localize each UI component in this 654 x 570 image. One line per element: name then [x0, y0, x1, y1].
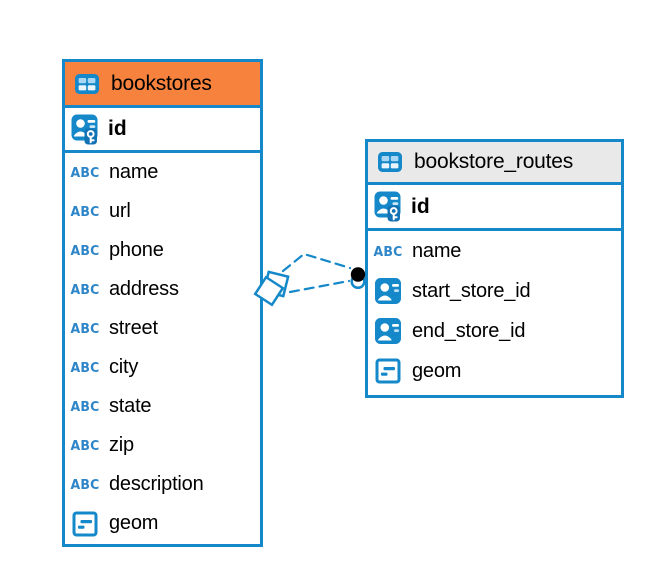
table-row[interactable]: ABC name [368, 231, 621, 271]
text-type-icon: ABC [373, 243, 403, 259]
text-type-icon: ABC [70, 281, 100, 298]
column-name: phone [109, 239, 164, 261]
column-name: zip [109, 434, 134, 456]
table-row[interactable]: ABC description [65, 465, 260, 504]
table-card-bookstores[interactable]: bookstores id ABC name A [62, 59, 263, 547]
text-type-icon: ABC [70, 164, 100, 181]
table-icon [375, 149, 405, 175]
column-name: geom [109, 512, 159, 534]
column-name: state [109, 395, 152, 417]
table-row[interactable]: end_store_id [368, 311, 621, 351]
table-row[interactable]: ABC zip [65, 426, 260, 465]
text-type-icon: ABC [70, 242, 100, 259]
column-name: description [109, 473, 204, 495]
geometry-type-icon [70, 511, 100, 537]
text-type-icon: ABC [70, 437, 100, 454]
table-icon [72, 71, 102, 97]
column-name: city [109, 356, 139, 378]
column-name: address [109, 278, 179, 300]
one-side-marker[interactable] [350, 267, 366, 290]
column-name: end_store_id [412, 319, 526, 342]
text-type-icon: ABC [70, 398, 100, 415]
table-title: bookstores [111, 71, 212, 95]
table-row[interactable]: ABC url [65, 192, 260, 231]
primary-key-icon [70, 114, 100, 145]
table-row[interactable]: ABC state [65, 387, 260, 426]
text-type-icon: ABC [70, 476, 100, 493]
relationship-line-end-store-id[interactable] [288, 279, 351, 294]
column-name: id [108, 117, 127, 140]
table-row[interactable]: ABC phone [65, 231, 260, 270]
column-name: street [109, 317, 158, 339]
column-name: start_store_id [412, 279, 531, 302]
table-header-bookstores[interactable]: bookstores [65, 62, 260, 108]
column-name: url [109, 200, 131, 222]
column-name: name [412, 239, 462, 262]
column-name: geom [412, 359, 462, 382]
primary-key-icon [373, 191, 403, 222]
table-row[interactable]: ABC street [65, 309, 260, 348]
table-row[interactable]: id [65, 108, 260, 153]
foreign-key-icon [373, 318, 403, 344]
table-row[interactable]: ABC city [65, 348, 260, 387]
text-type-icon: ABC [70, 359, 100, 376]
column-name: id [411, 194, 430, 218]
foreign-key-icon [373, 278, 403, 304]
text-type-icon: ABC [70, 320, 100, 337]
geometry-type-icon [373, 358, 403, 384]
table-row[interactable]: start_store_id [368, 271, 621, 311]
text-type-icon: ABC [70, 203, 100, 220]
column-name: name [109, 161, 159, 183]
table-row[interactable]: geom [65, 504, 260, 543]
table-card-bookstore-routes[interactable]: bookstore_routes id ABC name [365, 139, 624, 398]
table-header-bookstore-routes[interactable]: bookstore_routes [368, 142, 621, 185]
table-title: bookstore_routes [414, 150, 574, 173]
table-row[interactable]: ABC name [65, 153, 260, 192]
relationship-line-start-store-id[interactable] [281, 252, 352, 273]
table-row[interactable]: id [368, 185, 621, 231]
table-row[interactable]: geom [368, 351, 621, 391]
table-row[interactable]: ABC address [65, 270, 260, 309]
